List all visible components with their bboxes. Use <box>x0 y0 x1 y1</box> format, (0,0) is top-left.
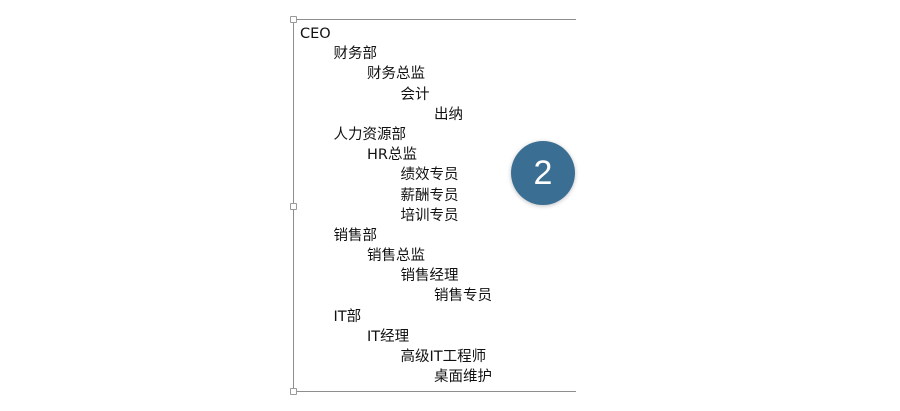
resize-handle-middle-left[interactable] <box>290 203 297 210</box>
org-outline-list: CEO 财务部 财务总监 会计 出纳 人力资源部 HR总监 绩效专员 薪酬专员 … <box>300 24 492 387</box>
outline-item-sales-dept[interactable]: 销售部 <box>333 227 378 244</box>
outline-item-desktop-support[interactable]: 桌面维护 <box>434 369 492 386</box>
outline-item-hr-director[interactable]: HR总监 <box>367 147 417 164</box>
outline-item-sales-manager[interactable]: 销售经理 <box>400 268 459 285</box>
outline-item-it-manager[interactable]: IT经理 <box>367 328 410 345</box>
text-box-top-border <box>293 19 576 20</box>
outline-item-sales-director[interactable]: 销售总监 <box>367 248 425 265</box>
text-box-bottom-border <box>293 391 576 392</box>
outline-item-cashier[interactable]: 出纳 <box>434 106 463 123</box>
outline-item-compensation-specialist[interactable]: 薪酬专员 <box>400 187 459 204</box>
outline-item-accountant[interactable]: 会计 <box>400 86 430 103</box>
resize-handle-top-left[interactable] <box>290 16 297 23</box>
outline-item-training-specialist[interactable]: 培训专员 <box>400 207 459 224</box>
outline-item-hr-dept[interactable]: 人力资源部 <box>333 126 407 143</box>
outline-item-finance-dept[interactable]: 财务部 <box>333 46 378 63</box>
outline-item-performance-specialist[interactable]: 绩效专员 <box>400 167 459 184</box>
outline-item-sales-specialist[interactable]: 销售专员 <box>434 288 492 305</box>
outline-text-box[interactable]: CEO 财务部 财务总监 会计 出纳 人力资源部 HR总监 绩效专员 薪酬专员 … <box>290 16 576 395</box>
step-number-badge: 2 <box>511 141 575 205</box>
outline-item-finance-director[interactable]: 财务总监 <box>367 66 425 83</box>
outline-item-senior-it-engineer[interactable]: 高级IT工程师 <box>400 349 487 365</box>
outline-item-ceo[interactable]: CEO <box>300 26 331 42</box>
resize-handle-bottom-left[interactable] <box>290 388 297 395</box>
outline-item-it-dept[interactable]: IT部 <box>333 308 362 325</box>
